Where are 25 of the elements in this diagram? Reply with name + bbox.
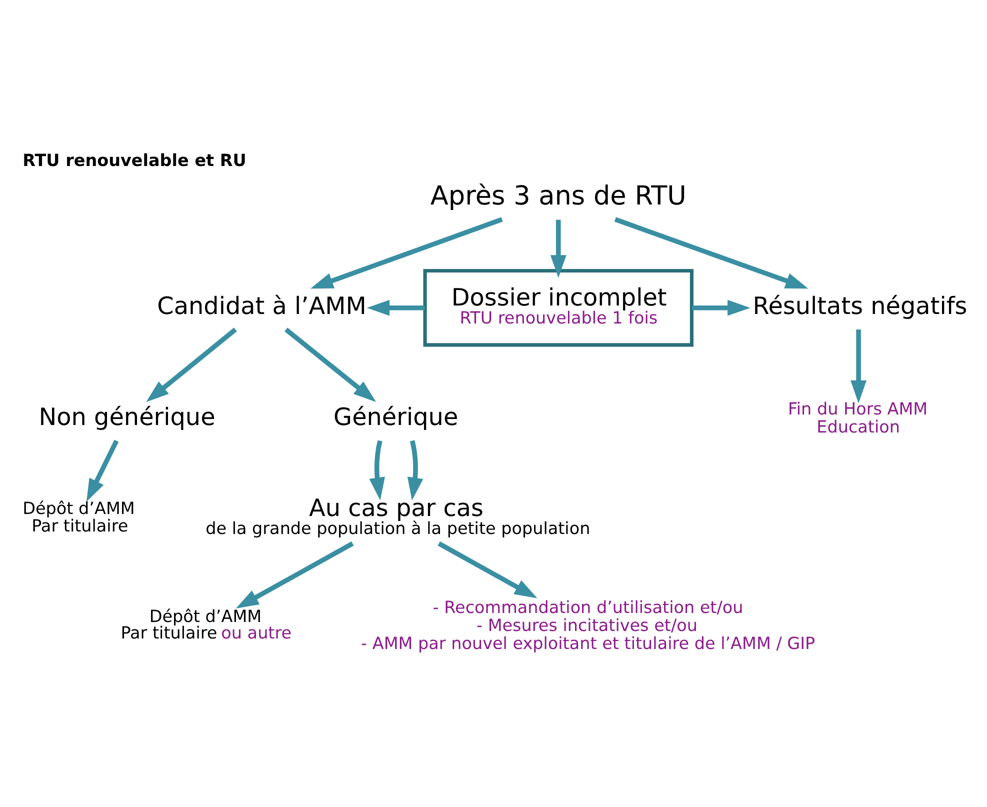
arrow [236,541,354,608]
node-text: Candidat à l’AMM [157,292,366,320]
node-text: Fin du Hors AMM Education [788,398,928,436]
arrow [438,541,538,598]
node-box: Dossier incomplet RTU renouvelable 1 fois [423,268,694,347]
node-text: Générique [334,403,458,432]
node-text: - Recommandation d’utilisation et/ou - Mesures incitatives et/ou - AMM par nouvel exploitant et titulaire de l’AMM / GIP [361,597,816,653]
arrow [850,330,867,404]
arrow [86,440,119,502]
diagram-title: RTU renouvelable et RU [22,150,246,170]
node-text: Dépôt d’AMM Par titulaire ou autre [120,606,292,643]
node-text: Dépôt d’AMM Par titulaire [22,498,135,536]
arrow [369,440,385,500]
arrow [550,220,566,278]
arrow [614,217,808,289]
arrow [146,328,237,402]
node-text: Après 3 ans de RTU [430,182,686,212]
arrow [310,217,503,289]
arrow [366,300,425,316]
arrow [284,328,376,402]
node-text: Non générique [38,403,216,432]
node-text: Résultats négatifs [752,292,968,320]
arrow [407,440,424,500]
node-text: Au cas par cas de la grande population à la petite population [206,494,590,538]
arrow [692,300,750,316]
